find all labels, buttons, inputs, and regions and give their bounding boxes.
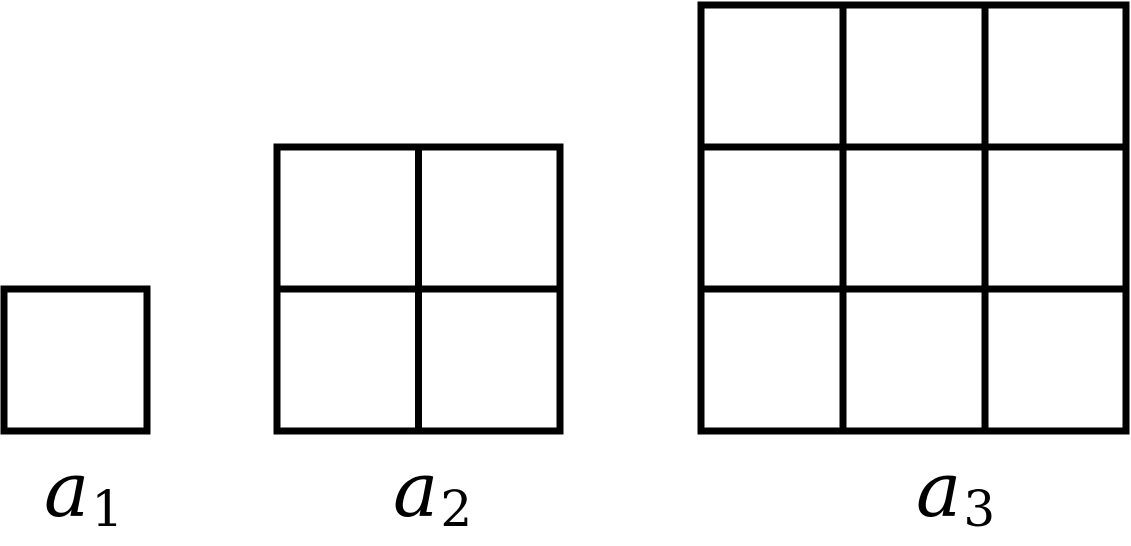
term-3-outline (697, 1, 1130, 435)
term-2-variable: a (393, 445, 438, 534)
term-1-grid (0, 285, 151, 435)
term-1-variable: a (44, 445, 89, 534)
term-2-index: 2 (440, 480, 472, 538)
term-3-label: a3 (916, 445, 995, 538)
term-2-label: a2 (393, 445, 472, 538)
term-1-outline (0, 285, 151, 435)
term-3-grid (697, 1, 1130, 435)
term-1-label: a1 (44, 445, 123, 538)
term-3-variable: a (916, 445, 961, 534)
term-2-grid (273, 143, 564, 435)
term-3-index: 3 (963, 480, 995, 538)
term-1-index: 1 (91, 480, 123, 538)
